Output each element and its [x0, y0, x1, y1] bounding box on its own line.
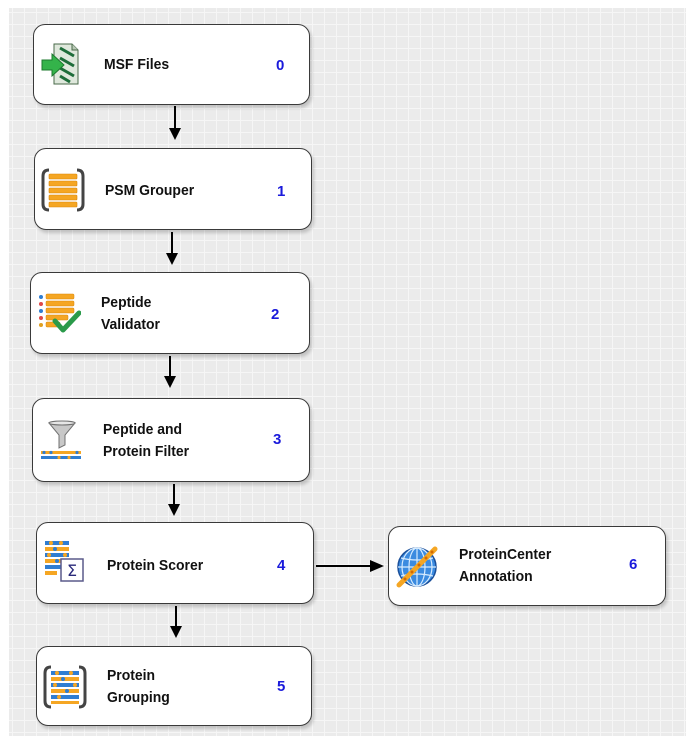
- canvas-top-margin: [0, 0, 686, 8]
- filter-funnel-icon: [41, 420, 81, 460]
- node-label: Protein Scorer: [107, 557, 204, 574]
- node-label: MSF Files: [104, 56, 170, 73]
- node-msf-files[interactable]: MSF Files 0: [33, 24, 310, 105]
- node-proteincenter-annotation[interactable]: ProteinCenter Annotation 6: [388, 526, 666, 606]
- node-number: 6: [629, 556, 638, 573]
- edge-3-4-arrowhead: [168, 504, 180, 516]
- node-label: Peptide Validator: [101, 294, 160, 333]
- node-label: ProteinCenter Annotation: [459, 546, 552, 585]
- edge-2-3-arrowhead: [164, 376, 176, 388]
- canvas-left-margin: [0, 0, 9, 736]
- globe-icon: [396, 546, 438, 588]
- node-psm-grouper[interactable]: PSM Grouper 1: [34, 148, 312, 230]
- node-number: 1: [277, 183, 286, 200]
- msf-files-icon: [41, 43, 79, 85]
- node-peptide-protein-filter[interactable]: Peptide and Protein Filter 3: [32, 398, 310, 482]
- node-number: 4: [277, 557, 286, 574]
- edge-4-6-arrowhead: [370, 560, 384, 572]
- edge-0-1-arrowhead: [169, 128, 181, 140]
- node-number: 2: [271, 306, 280, 323]
- svg-text:Σ: Σ: [67, 561, 77, 580]
- edge-4-5-arrowhead: [170, 626, 182, 638]
- node-label: PSM Grouper: [105, 182, 195, 199]
- node-number: 5: [277, 678, 286, 695]
- protein-grouping-icon: [43, 665, 87, 709]
- node-label: Peptide and Protein Filter: [103, 421, 190, 460]
- node-label: Protein Grouping: [107, 667, 170, 706]
- psm-grouper-icon: [41, 168, 85, 212]
- edge-1-2-arrowhead: [166, 253, 178, 265]
- protein-scorer-icon: Σ: [45, 541, 84, 582]
- peptide-validator-icon: [39, 293, 81, 333]
- node-number: 0: [276, 57, 285, 74]
- node-protein-grouping[interactable]: Protein Grouping 5: [36, 646, 312, 726]
- node-protein-scorer[interactable]: Σ Protein Scorer 4: [36, 522, 314, 604]
- node-peptide-validator[interactable]: Peptide Validator 2: [30, 272, 310, 354]
- node-number: 3: [273, 431, 282, 448]
